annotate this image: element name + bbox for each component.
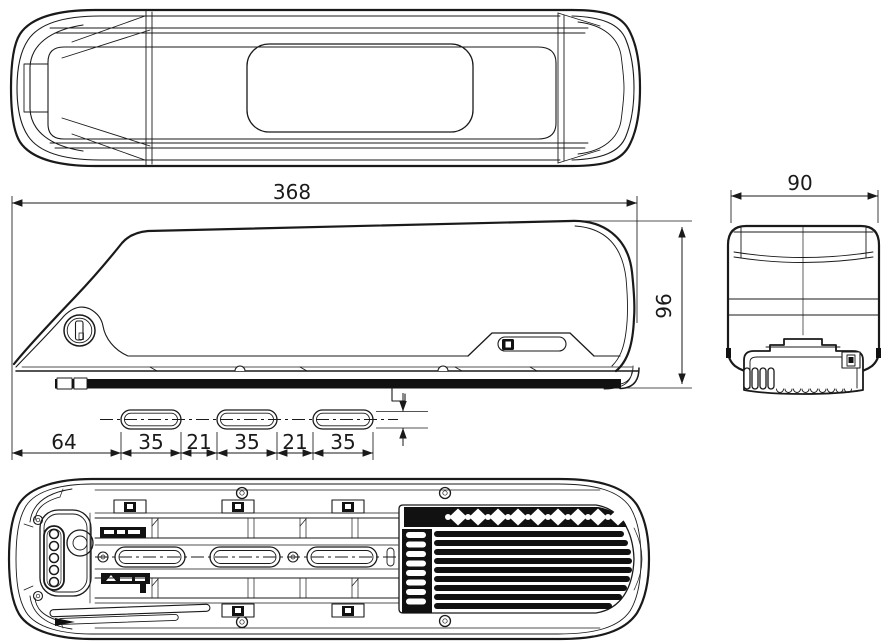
- dim-chain-35a: 35: [138, 430, 163, 454]
- side-port-boss: [467, 332, 595, 357]
- grille-diamonds: [445, 508, 627, 526]
- screw-hole: [32, 486, 452, 629]
- dim-chain-35c: 35: [330, 430, 355, 454]
- top-latch-pocket: [23, 63, 49, 113]
- lock-cylinder-icon: [63, 314, 96, 347]
- charge-port-window: [497, 336, 567, 352]
- mount-boss-hole: [66, 529, 94, 557]
- bottom-view-outline: [7, 477, 651, 641]
- dim-chain-64: 64: [51, 430, 76, 454]
- left-door: [39, 509, 92, 597]
- slot-1: [120, 409, 182, 430]
- dimension-overall-width: 90: [730, 171, 879, 223]
- side-view: [12, 219, 640, 430]
- grille-bars: [434, 531, 632, 609]
- dimension-overall-length: 368: [11, 180, 638, 460]
- end-rail: [743, 338, 864, 395]
- dimension-overall-height: 96: [578, 220, 692, 389]
- top-view-outline: [9, 8, 642, 168]
- dim-chain-21b: 21: [282, 430, 307, 454]
- end-view: [726, 224, 881, 395]
- top-view: [9, 8, 642, 168]
- rail-clips: [113, 499, 365, 618]
- side-lock-boss: [15, 306, 621, 368]
- bottom-view: [7, 477, 651, 641]
- channel-bands: [89, 512, 401, 604]
- slot-2: [216, 409, 278, 430]
- dim-chain-21a: 21: [186, 430, 211, 454]
- top-inner-face: [47, 46, 557, 140]
- dimension-slot-chain: 64 35 21 35 21 35: [12, 430, 374, 460]
- bottom-slots: [95, 546, 425, 568]
- grille-left-pills: [406, 532, 426, 605]
- dimension-rail-depth: [376, 393, 428, 446]
- latch-springs: [49, 603, 211, 625]
- warning-plate: [101, 573, 150, 584]
- slot-3: [312, 409, 374, 430]
- side-view-outline: [12, 219, 636, 373]
- rail-grille: [398, 504, 635, 614]
- dim-chain-35b: 35: [234, 430, 259, 454]
- dim-width-label: 90: [787, 171, 812, 195]
- mount-slots: [100, 409, 398, 430]
- mount-rail-band: [55, 379, 621, 389]
- dim-height-label: 96: [652, 293, 676, 318]
- rail-teeth: [776, 388, 852, 393]
- dim-length-label: 368: [273, 180, 311, 204]
- connector-pins: [43, 525, 65, 591]
- top-recess: [246, 43, 474, 133]
- part-number-plate: [100, 527, 146, 538]
